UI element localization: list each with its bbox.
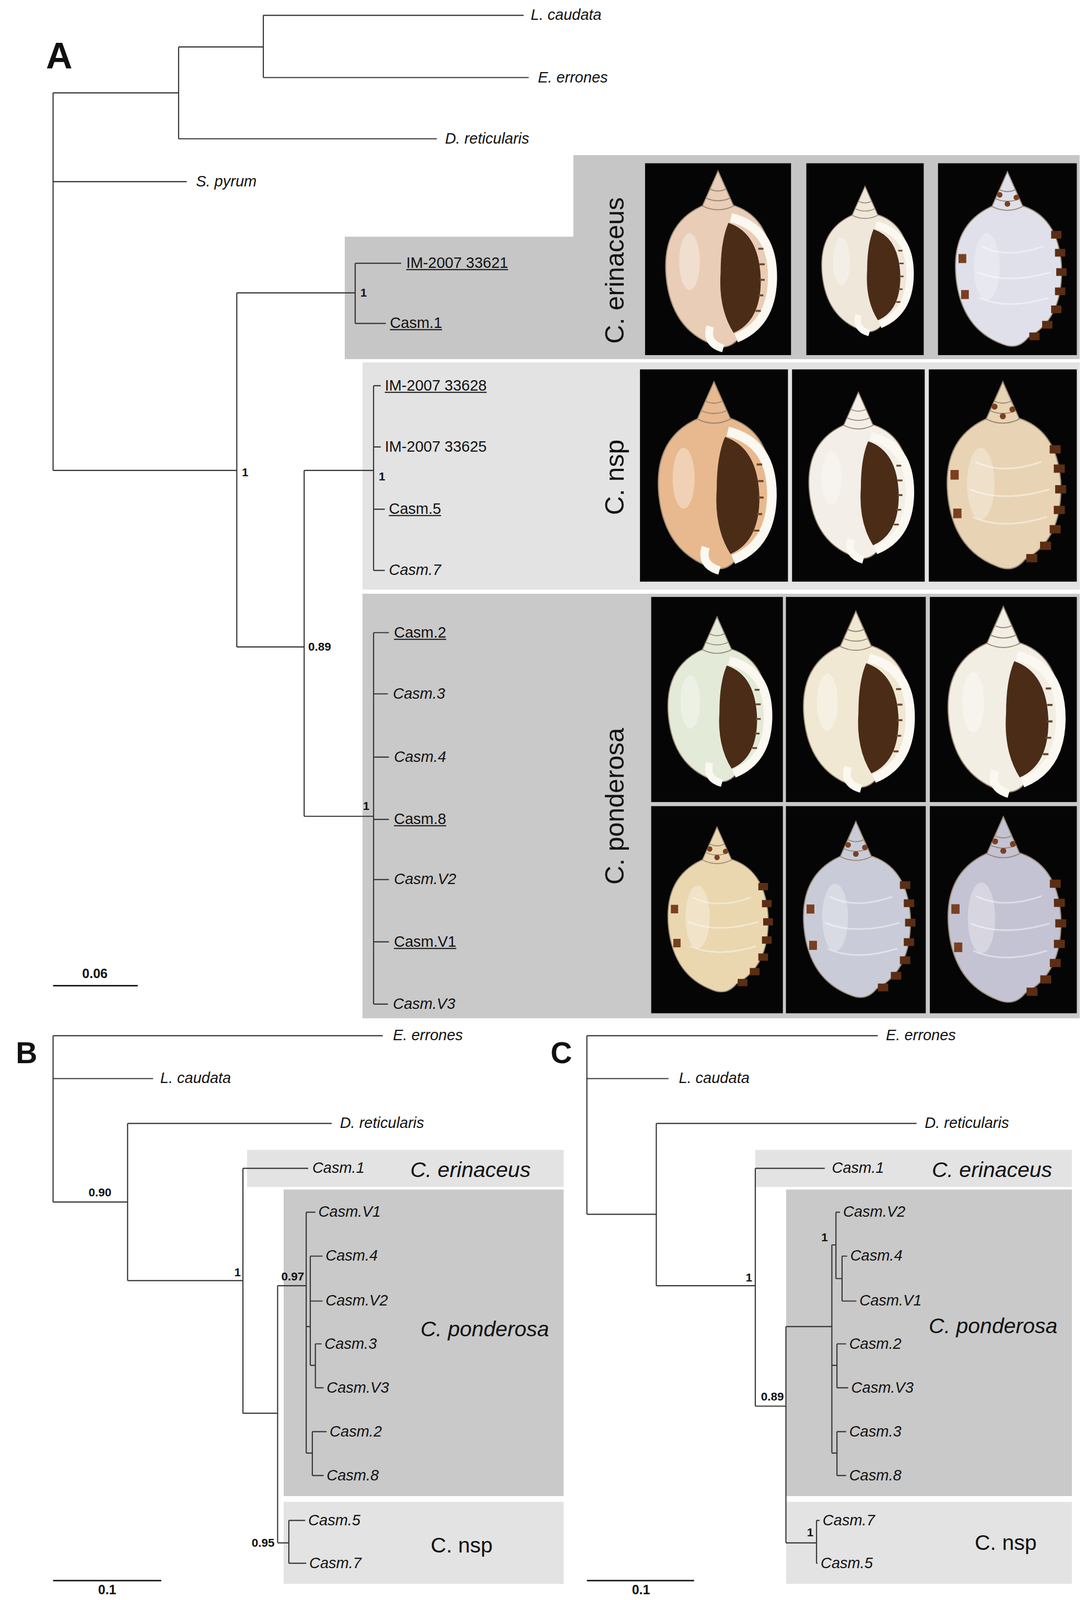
tip-label: Casm.3 [392,685,446,703]
tip-label: Casm.V3 [851,1379,914,1397]
taxon-label: D. reticularis [340,1115,425,1133]
species-name: C. nsp [430,1534,494,1559]
scale-label: 0.1 [98,1582,117,1598]
tip-label: Casm.V2 [843,1204,906,1222]
support-value: 1 [360,286,368,300]
tip-label: Casm.V3 [326,1379,389,1397]
tip-label: Casm.2 [329,1423,382,1441]
tip-label: Casm.8 [393,810,447,828]
band-fill [344,155,1080,360]
taxon-label: L. caudata [160,1070,231,1088]
tip-label: Casm.5 [820,1555,873,1573]
support-value: 0.89 [308,640,332,655]
taxon-label: D. reticularis [445,130,530,148]
tip-label: Casm.3 [849,1423,902,1441]
scale-label: 0.06 [82,966,108,982]
clade-band: Casm.V2Casm.4Casm.V1Casm.2Casm.V3Casm.3C… [786,1189,1072,1497]
species-name: C. erinaceus [931,1158,1053,1184]
tip-label: Casm.V2 [393,871,457,889]
support-value: 1 [378,470,386,484]
tip-label: IM-2007 33628 [384,377,487,395]
support-value: 1 [821,1231,828,1245]
species-name: C. ponderosa [928,1314,1058,1340]
tip-label: IM-2007 33625 [384,438,487,456]
tip-label: Casm.V1 [318,1204,381,1222]
taxon-label: D. reticularis [924,1115,1009,1133]
support-value: 1 [745,1271,753,1286]
species-name: C. ponderosa [600,728,631,885]
species-name: C. erinaceus [410,1158,531,1184]
tip-label: Casm.1 [831,1160,884,1178]
species-name: C. erinaceus [600,196,631,344]
support-value: 0.89 [761,1390,785,1405]
tip-label: Casm.1 [312,1160,365,1178]
support-value: 1 [241,465,249,480]
tip-label: Casm.8 [326,1467,379,1485]
tip-label: Casm.5 [388,500,441,518]
support-value: 0.97 [281,1270,305,1284]
tip-label: Casm.4 [850,1247,903,1266]
taxon-label: L. caudata [530,6,602,25]
species-name: C. ponderosa [420,1317,550,1343]
panel-letter: B [15,1036,38,1071]
taxon-label: S. pyrum [195,172,257,191]
tip-label: Casm.7 [822,1512,875,1530]
clade-band: IM-2007 33628IM-2007 33625Casm.5Casm.7 C.… [362,362,1081,591]
support-value: 1 [234,1266,242,1280]
panel-letter: A [45,34,73,78]
support-value: 1 [807,1526,814,1540]
clade-band: Casm.V1Casm.4Casm.V2Casm.3Casm.V3Casm.2C… [283,1189,564,1497]
tip-label: Casm.1 [389,314,442,333]
tip-label: Casm.V2 [325,1292,388,1311]
clade-band: Casm.5Casm.7 C. nsp [283,1502,564,1584]
clade-band: Casm.1 C. erinaceus [247,1150,564,1187]
tip-label: Casm.3 [324,1335,377,1353]
taxon-label: L. caudata [678,1070,750,1088]
clade-band: IM-2007 33621Casm.1 C. erinaceus [344,155,1080,360]
panel-letter: C [550,1036,572,1071]
tip-label: Casm.7 [309,1555,362,1573]
tip-label: Casm.V1 [393,933,457,951]
support-value: 1 [363,799,370,814]
tip-label: Casm.V1 [859,1292,922,1311]
support-value: 0.90 [88,1186,112,1200]
scale-label: 0.1 [632,1582,651,1598]
tip-label: Casm.V3 [392,995,455,1013]
tip-label: Casm.5 [308,1512,361,1530]
taxon-label: E. errones [392,1027,463,1045]
scale-bar [53,986,695,1582]
tip-label: Casm.4 [325,1247,378,1266]
support-value: 0.95 [251,1536,275,1551]
tip-label: IM-2007 33621 [406,254,509,272]
taxon-label: E. errones [885,1027,956,1045]
tip-label: Casm.7 [388,562,441,580]
tip-label: Casm.2 [849,1335,902,1353]
tip-label: Casm.2 [393,624,447,642]
tip-label: Casm.8 [849,1467,902,1485]
clade-band: Casm.1 C. erinaceus [755,1150,1072,1187]
species-name: C. nsp [600,439,631,516]
clade-band: Casm.7Casm.5 C. nsp [786,1502,1072,1584]
clade-band: Casm.2Casm.3Casm.4Casm.8Casm.V2Casm.V1Ca… [362,593,1081,1019]
tip-label: Casm.4 [393,748,447,766]
taxon-label: E. errones [538,68,609,87]
species-name: C. nsp [974,1531,1037,1556]
